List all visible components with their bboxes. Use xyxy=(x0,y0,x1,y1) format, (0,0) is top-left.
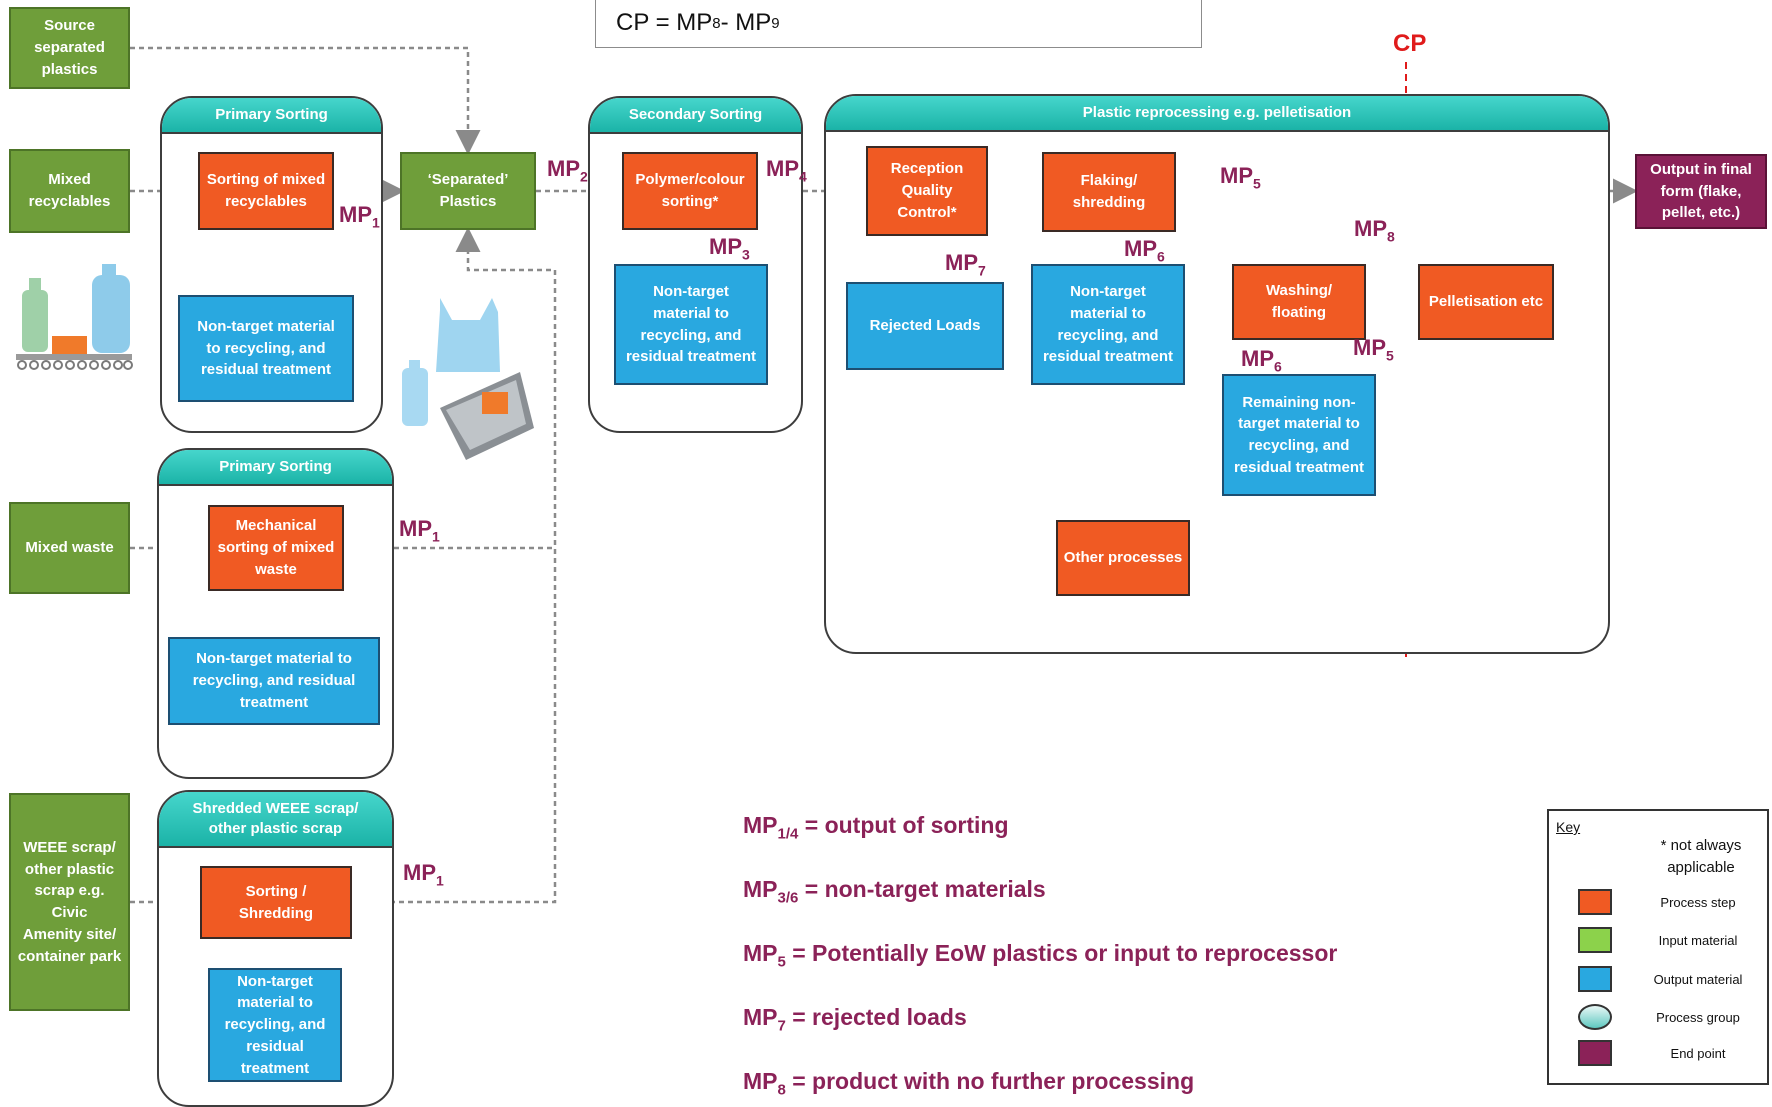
process-washing-floating: Washing/ floating xyxy=(1232,264,1366,340)
legend-line-mp8: MP8 = product with no further processing xyxy=(743,1068,1195,1099)
formula-lhs: CP = MP xyxy=(616,9,713,36)
mp-label-mp1-weee: MP1 xyxy=(403,860,444,889)
connector-source xyxy=(130,46,481,155)
mp-label-mp6-washing: MP6 xyxy=(1241,346,1282,375)
key-swatch-process-step xyxy=(1578,889,1612,915)
mp-label-mp6-flaking: MP6 xyxy=(1124,236,1165,265)
key-label-input-material: Input material xyxy=(1658,933,1738,948)
mp-label-mp1-mixed-waste: MP1 xyxy=(399,516,440,545)
mp-label-mp1-recyclables: MP1 xyxy=(339,202,380,231)
mp-label-mp2: MP2 xyxy=(547,156,588,185)
process-mechanical-sorting: Mechanical sorting of mixed waste xyxy=(208,505,344,591)
input-weee-scrap: WEEE scrap/ other plastic scrap e.g. Civ… xyxy=(9,793,130,1011)
end-point-final-output: Output in final form (flake, pellet, etc… xyxy=(1635,154,1767,229)
output-rejected-loads: Rejected Loads xyxy=(846,282,1004,370)
bottles-conveyor-illustration xyxy=(16,264,133,370)
output-non-target-primary-1: Non-target material to recycling, and re… xyxy=(178,295,354,402)
connector-mp1-return xyxy=(345,227,557,904)
mp-label-mp8: MP8 xyxy=(1354,216,1395,245)
key-swatch-process-group xyxy=(1578,1004,1612,1030)
mp-label-mp4: MP4 xyxy=(766,156,807,185)
key-label-end-point: End point xyxy=(1670,1046,1726,1061)
formula-sub-2: 9 xyxy=(771,14,780,32)
key-label-output-material: Output material xyxy=(1653,972,1743,987)
key-swatch-output-material xyxy=(1578,966,1612,992)
input-mixed-recyclables: Mixed recyclables xyxy=(9,149,130,233)
process-polymer-sorting: Polymer/colour sorting* xyxy=(622,152,758,230)
legend-line-mp3-6: MP3/6 = non-target materials xyxy=(743,876,1046,907)
key-label-process-step: Process step xyxy=(1660,895,1736,910)
group-primary-sorting-1-title: Primary Sorting xyxy=(162,98,381,134)
process-flaking-shredding: Flaking/ shredding xyxy=(1042,152,1176,232)
input-mixed-waste: Mixed waste xyxy=(9,502,130,594)
mp-label-mp7: MP7 xyxy=(945,250,986,279)
output-non-target-secondary: Non-target material to recycling, and re… xyxy=(614,264,768,385)
key-panel: Key * not always applicable Process step… xyxy=(1547,809,1769,1085)
output-non-target-primary-2: Non-target material to recycling, and re… xyxy=(168,637,380,725)
key-title: Key xyxy=(1556,819,1581,835)
legend-line-mp1-4: MP1/4 = output of sorting xyxy=(743,812,1009,843)
packaging-illustration xyxy=(402,298,534,460)
key-label-process-group: Process group xyxy=(1656,1010,1740,1025)
key-swatch-input-material xyxy=(1578,927,1612,953)
process-sorting-mixed-recyclables: Sorting of mixed recyclables xyxy=(198,152,334,230)
group-reprocessing-title: Plastic reprocessing e.g. pelletisation xyxy=(826,96,1608,132)
mp-label-mp5-washing: MP5 xyxy=(1353,335,1394,364)
input-separated-plastics: ‘Separated’ Plastics xyxy=(400,152,536,230)
output-non-target-weee: Non-target material to recycling, and re… xyxy=(208,968,342,1082)
mp-label-mp5-flaking: MP5 xyxy=(1220,163,1261,192)
key-swatch-end-point xyxy=(1578,1040,1612,1066)
group-weee-title: Shredded WEEE scrap/ other plastic scrap xyxy=(159,792,392,848)
group-primary-sorting-2-title: Primary Sorting xyxy=(159,450,392,486)
legend-line-mp5: MP5 = Potentially EoW plastics or input … xyxy=(743,940,1338,971)
process-other: Other processes xyxy=(1056,520,1190,596)
group-primary-sorting-2: Primary Sorting xyxy=(157,448,394,779)
key-note: * not always applicable xyxy=(1660,837,1742,876)
process-pelletisation: Pelletisation etc xyxy=(1418,264,1554,340)
process-sorting-shredding: Sorting / Shredding xyxy=(200,866,352,939)
output-non-target-flaking: Non-target material to recycling, and re… xyxy=(1031,264,1185,385)
input-source-separated: Source separated plastics xyxy=(9,7,130,89)
process-reception-qc: Reception Quality Control* xyxy=(866,146,988,236)
legend-line-mp7: MP7 = rejected loads xyxy=(743,1004,967,1035)
cp-label: CP xyxy=(1393,30,1427,57)
formula-mid: - MP xyxy=(720,9,772,36)
mp-label-mp3: MP3 xyxy=(709,234,750,263)
formula-sub-1: 8 xyxy=(712,14,721,32)
output-remaining-non-target: Remaining non- target material to recycl… xyxy=(1222,374,1376,496)
group-secondary-sorting-title: Secondary Sorting xyxy=(590,98,801,134)
